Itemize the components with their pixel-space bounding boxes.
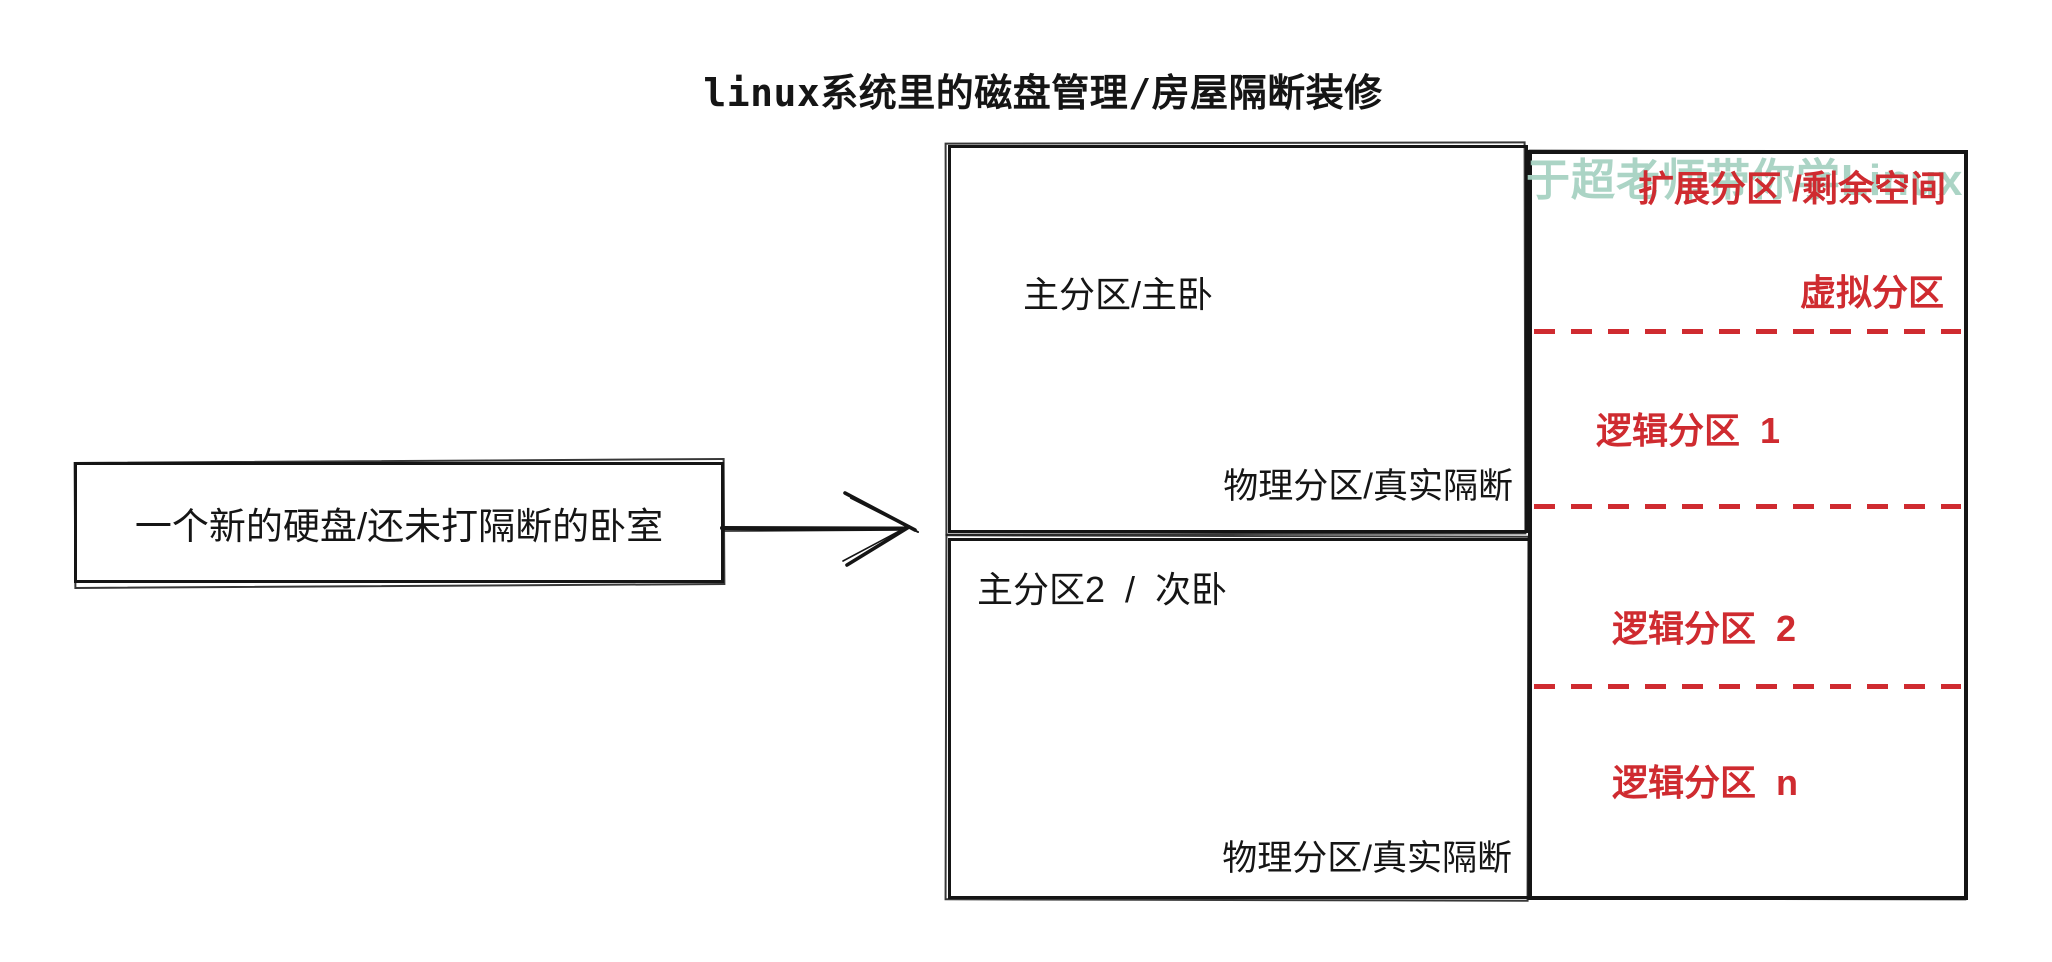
primary-partition-2-type-label: 物理分区/真实隔断 — [1222, 839, 1512, 878]
primary-partition-2-label: 主分区2 / 次卧 — [977, 569, 1228, 610]
dashed-divider-1 — [1534, 329, 1961, 334]
extended-partition-box: 于超老师带你学Linux 扩展分区 /剩余空间 虚拟分区 逻辑分区 1 逻辑分区… — [1526, 150, 1968, 900]
extended-partition-label: 扩展分区 /剩余空间 — [1637, 168, 1946, 209]
diagram-title: linux系统里的磁盘管理/房屋隔断装修 — [703, 71, 1383, 115]
right-arrow-icon — [720, 491, 919, 567]
logical-partition-n-label: 逻辑分区 n — [1612, 762, 1798, 803]
watermark-text: 于超老师带你学Linux — [1526, 156, 1964, 205]
primary-partition-1-type-label: 物理分区/真实隔断 — [1223, 467, 1513, 506]
primary-partition-2-box: 主分区2 / 次卧 物理分区/真实隔断 — [948, 538, 1531, 899]
logical-partition-1-label: 逻辑分区 1 — [1596, 410, 1781, 451]
primary-partition-1-box: 主分区/主卧 物理分区/真实隔断 — [948, 145, 1528, 533]
virtual-partition-label: 虚拟分区 — [1799, 272, 1944, 313]
new-disk-label: 一个新的硬盘/还未打隔断的卧室 — [134, 505, 664, 547]
dashed-divider-3 — [1534, 684, 1961, 689]
dashed-divider-2 — [1534, 504, 1961, 509]
primary-partition-1-label: 主分区/主卧 — [1023, 274, 1214, 315]
new-disk-box: 一个新的硬盘/还未打隔断的卧室 — [74, 462, 724, 583]
logical-partition-2-label: 逻辑分区 2 — [1612, 608, 1797, 649]
